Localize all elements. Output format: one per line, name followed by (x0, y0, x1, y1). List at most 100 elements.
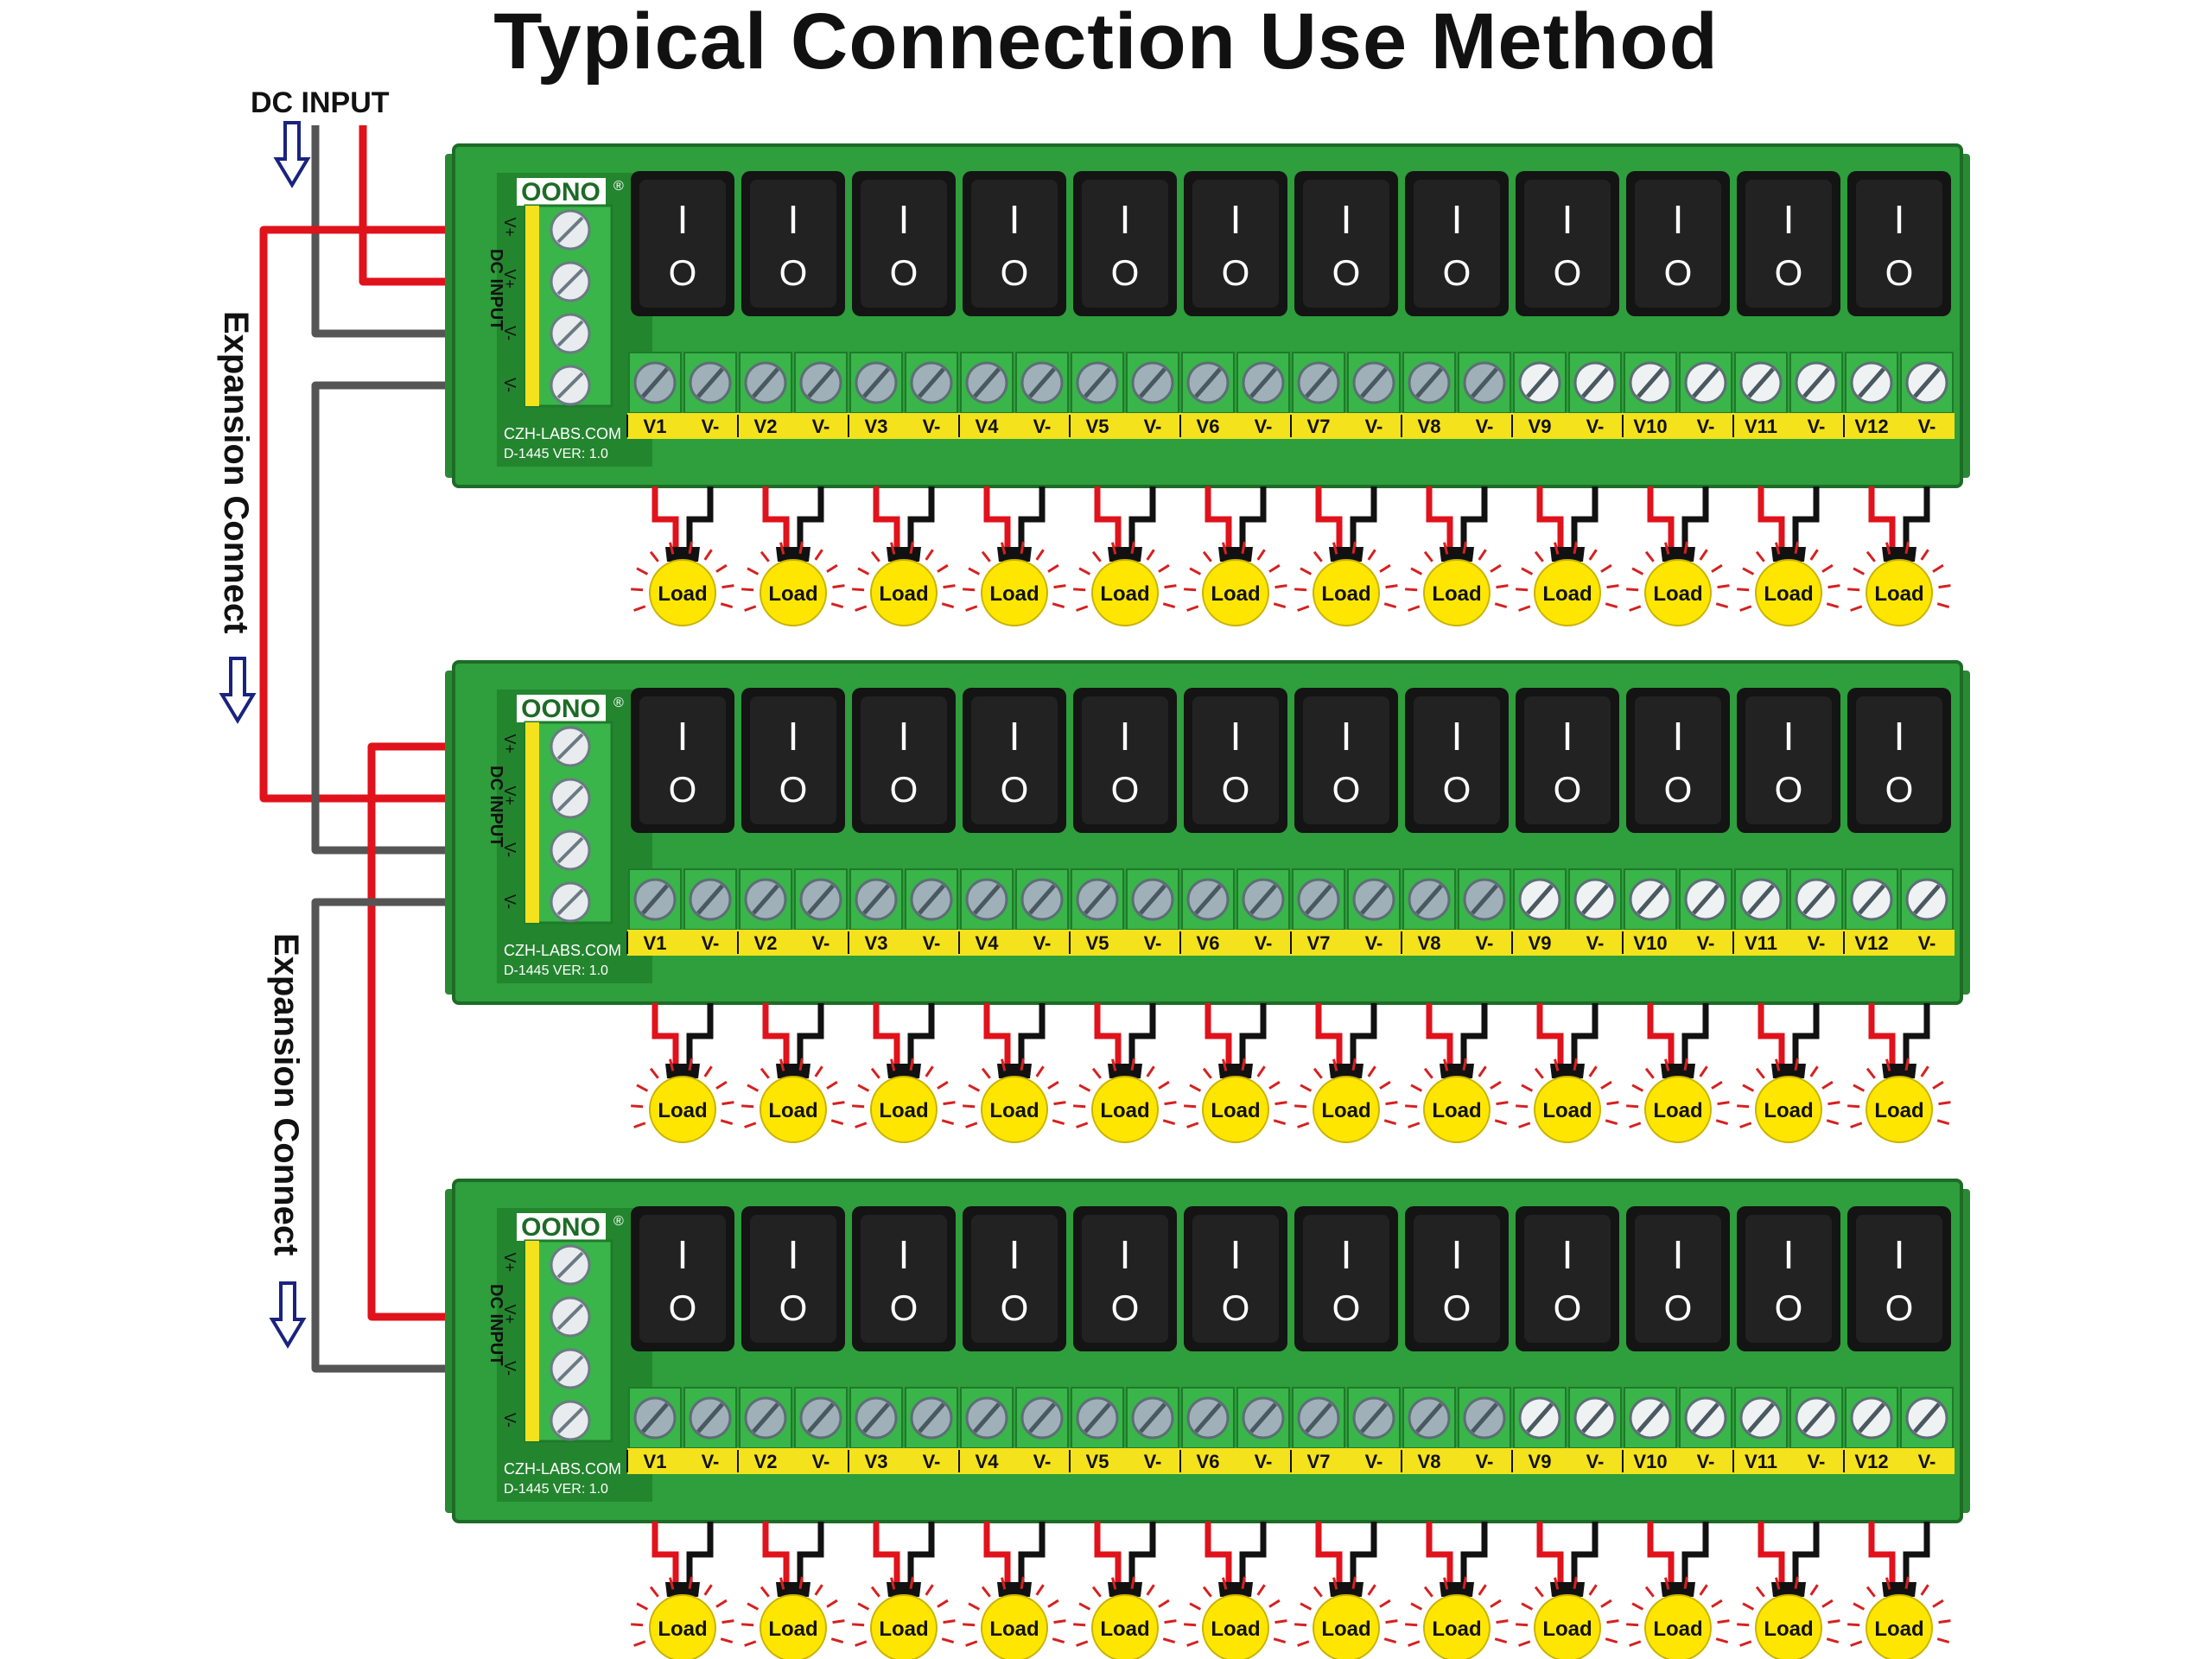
switch-off-symbol: O (1111, 769, 1140, 810)
bulb-ray (1443, 542, 1449, 555)
load-label: Load (658, 1099, 707, 1122)
bulb-ray (1294, 588, 1307, 592)
switch-rocker (1303, 180, 1389, 308)
rocker-switch-icon: IO (963, 688, 1066, 833)
bulb-glass (1755, 1594, 1822, 1659)
load-wire-negative (1571, 1003, 1599, 1064)
bulb-ray (1742, 567, 1755, 575)
bulb-ray (1184, 1623, 1197, 1627)
light-bulb-icon: Load (1737, 541, 1840, 626)
bulb-ray (1073, 588, 1086, 592)
dc-input-label: DC INPUT (251, 86, 390, 119)
input-pin-label: V- (501, 1413, 518, 1427)
load-label: Load (1321, 1618, 1370, 1641)
terminal-board-1: OONO®V+V+V-V-DC INPUTCZH-LABS.COMD-1445 … (445, 143, 1970, 488)
bulb-ray (747, 1084, 760, 1092)
load-wire-positive (1758, 1003, 1785, 1064)
load-wire-positive (1426, 486, 1453, 547)
bulb-ray (1588, 1065, 1598, 1077)
bulb-ray (1297, 1640, 1310, 1647)
bulb-ray (715, 563, 728, 573)
bulb-ray (1146, 1584, 1155, 1596)
bulb-ray (830, 1637, 844, 1643)
switch-off-symbol: O (1554, 1287, 1582, 1328)
bulb-ray (1850, 1122, 1863, 1128)
channel-label: V3 (865, 1451, 888, 1472)
screw-slot (1360, 884, 1388, 915)
bulb-glass (760, 1594, 827, 1659)
switch-rocker (1303, 696, 1389, 824)
switch-off-symbol: O (779, 252, 808, 293)
bulb-ray (1496, 1101, 1509, 1106)
channel-label: V2 (754, 1451, 778, 1472)
switch-on-symbol: I (1673, 714, 1684, 759)
load-label: Load (879, 582, 928, 606)
bulb-ray (1035, 1065, 1045, 1077)
screw-slot (1913, 1402, 1941, 1433)
bulb-glass (1644, 1594, 1712, 1659)
bulb-ray (1385, 1619, 1398, 1624)
rocker-switch-icon: IO (631, 1206, 734, 1351)
channel-label: V7 (1307, 1451, 1331, 1472)
channel-label-strip (959, 413, 1070, 439)
load-label: Load (1100, 582, 1149, 606)
bulb-ray (1052, 1637, 1065, 1643)
switch-off-symbol: O (1664, 252, 1693, 293)
bulb-ray (1076, 1122, 1089, 1128)
light-bulb-icon: Load (1516, 1058, 1619, 1143)
switch-rocker (1524, 1215, 1611, 1343)
bulb-ray (852, 588, 865, 592)
rocker-switch-icon: IO (1294, 171, 1398, 316)
bulb-ray (1164, 1619, 1177, 1624)
bulb-ray (1827, 1101, 1840, 1106)
bulb-ray (703, 1065, 713, 1077)
channel-minus-label: V- (812, 1451, 830, 1472)
bulb-ray (943, 1619, 956, 1624)
bulb-ray (1274, 584, 1287, 589)
channel-label-strip (849, 1448, 959, 1474)
channel-label: V11 (1745, 1451, 1777, 1472)
bulb-ray (1490, 1080, 1502, 1090)
channel-minus-label: V- (1808, 416, 1826, 437)
channel-label-strip (1070, 930, 1180, 956)
screw-slot (1637, 1402, 1664, 1433)
input-pin-label: V- (501, 842, 518, 857)
bulb-ray (669, 1058, 675, 1071)
expansion-wire-negative-2 (311, 898, 553, 1373)
bulb-ray (1186, 605, 1199, 612)
bulb-ray (1809, 1065, 1819, 1077)
screw-slot (918, 884, 945, 915)
channel-label: V2 (754, 932, 778, 954)
screw-slot (556, 1303, 584, 1331)
load-wire-positive (1315, 1522, 1343, 1582)
bulb-ray (1410, 1602, 1423, 1611)
load-wire-negative (1239, 1522, 1267, 1582)
channel-label: V10 (1633, 416, 1667, 437)
load-label: Load (658, 1618, 707, 1641)
switch-on-symbol: I (1562, 714, 1573, 759)
bulb-ray (852, 1104, 865, 1109)
channel-label-strip (1070, 1448, 1180, 1474)
bulb-ray (1866, 1586, 1876, 1598)
channel-label-strip (959, 930, 1070, 956)
bulb-ray (1035, 1584, 1045, 1596)
load-wire-positive (1536, 1003, 1564, 1064)
bulb-ray (981, 550, 991, 563)
bulb-ray (1494, 1637, 1508, 1643)
bulb-ray (633, 605, 646, 612)
load-label: Load (1211, 1099, 1260, 1122)
screw-slot (641, 1402, 669, 1433)
load-wire-negative (1018, 486, 1046, 547)
bulb-ray (631, 588, 644, 592)
bulb-ray (1496, 584, 1509, 589)
bulb-ray (941, 1119, 955, 1125)
bulb-ray (814, 1065, 823, 1077)
light-bulb-icon: Load (631, 1058, 734, 1143)
bulb-ray (1184, 588, 1197, 592)
switch-rocker (639, 696, 726, 824)
bulb-ray (1268, 1599, 1281, 1608)
light-bulb-icon: Load (1737, 1576, 1840, 1659)
switch-rocker (1745, 696, 1832, 824)
channel-label-strip (738, 1448, 849, 1474)
bulb-ray (826, 563, 838, 573)
